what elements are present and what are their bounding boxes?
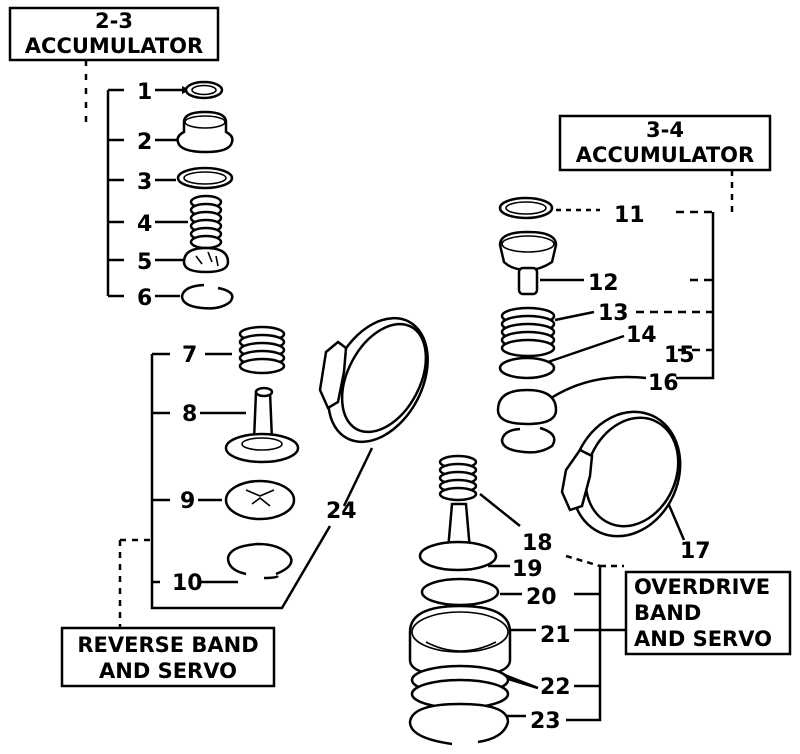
part-number-7: 7 bbox=[182, 343, 197, 368]
part-number-19: 19 bbox=[512, 557, 543, 582]
part-number-24: 24 bbox=[326, 499, 357, 524]
part-7-spring bbox=[238, 325, 286, 375]
part-9-cushion bbox=[224, 479, 296, 521]
part-12-piston bbox=[498, 230, 558, 272]
part-number-4: 4 bbox=[137, 212, 152, 237]
part-5-retainer bbox=[182, 246, 230, 274]
part-number-10: 10 bbox=[172, 571, 203, 596]
reverse-title-line1: REVERSE BAND bbox=[77, 633, 258, 657]
part-number-23: 23 bbox=[530, 709, 561, 734]
part-number-20: 20 bbox=[526, 585, 557, 610]
part-9-detail bbox=[245, 489, 275, 507]
part-number-3: 3 bbox=[137, 170, 152, 195]
part-number-12: 12 bbox=[588, 271, 619, 296]
acc34-bracket-ticks bbox=[636, 210, 713, 352]
part-number-5: 5 bbox=[137, 250, 152, 275]
callout-18 bbox=[479, 493, 521, 527]
acc23-title-line2: ACCUMULATOR bbox=[25, 34, 203, 58]
part-15-retainer bbox=[496, 388, 558, 426]
acc23-callout-lines bbox=[155, 88, 188, 298]
callout-13 bbox=[554, 310, 595, 322]
callout-24 bbox=[342, 447, 374, 507]
part-3-inner bbox=[183, 171, 227, 185]
overdrive-bracket bbox=[566, 566, 628, 722]
part-6-snap-ring bbox=[180, 283, 234, 310]
callout-14 bbox=[547, 334, 625, 364]
acc34-bracket-vertical bbox=[676, 212, 715, 380]
part-number-22: 22 bbox=[540, 675, 571, 700]
part-5-detail bbox=[195, 251, 219, 267]
reverse-leader bbox=[118, 538, 152, 628]
acc23-label-box bbox=[8, 6, 220, 62]
part-1-inner bbox=[191, 84, 217, 96]
part-number-17: 17 bbox=[680, 539, 711, 564]
part-17-band-end bbox=[560, 448, 594, 512]
part-17-inner bbox=[584, 416, 680, 528]
part-number-13: 13 bbox=[598, 301, 629, 326]
acc34-title-line1: 3-4 bbox=[646, 118, 684, 142]
part-24-band-end bbox=[318, 340, 348, 410]
part-21-top bbox=[411, 611, 509, 653]
part-number-8: 8 bbox=[182, 402, 197, 427]
part-12-stem bbox=[517, 266, 539, 296]
part-number-21: 21 bbox=[540, 623, 571, 648]
reverse-group: 7 8 9 10 24 REVERSE BAND AND SERV bbox=[60, 316, 429, 688]
reverse-label-box bbox=[60, 626, 276, 688]
part-16-snap-ring bbox=[500, 426, 556, 454]
reverse-title-line2: AND SERVO bbox=[99, 659, 237, 683]
part-10-end bbox=[263, 574, 279, 580]
part-13-spring bbox=[500, 306, 556, 358]
part-2-top bbox=[184, 115, 226, 129]
part-2-piston bbox=[176, 110, 234, 154]
acc23-title-line1: 2-3 bbox=[95, 9, 133, 33]
part-number-9: 9 bbox=[180, 489, 195, 514]
reverse-bracket bbox=[150, 354, 332, 610]
part-11-seal bbox=[498, 196, 554, 220]
part-21-detail bbox=[425, 641, 497, 652]
part-8-inner bbox=[241, 437, 283, 451]
part-number-1: 1 bbox=[137, 80, 152, 105]
part-number-14: 14 bbox=[626, 323, 657, 348]
reverse-callout-lines bbox=[198, 352, 246, 584]
part-8-rod-tip bbox=[254, 386, 274, 398]
acc23-group: 2-3 ACCUMULATOR 1 2 3 4 5 6 bbox=[8, 6, 234, 311]
part-number-6: 6 bbox=[137, 286, 152, 311]
part-number-18: 18 bbox=[522, 531, 553, 556]
part-number-15: 15 bbox=[664, 343, 695, 368]
part-14-seal bbox=[498, 356, 556, 380]
overdrive-title-line3: AND SERVO bbox=[634, 627, 772, 651]
acc34-group: 3-4 ACCUMULATOR 11 12 13 14 15 16 bbox=[496, 114, 772, 454]
part-number-2: 2 bbox=[137, 130, 152, 155]
part-number-16: 16 bbox=[648, 371, 679, 396]
reverse-bracket-ticks bbox=[152, 352, 170, 584]
overdrive-label-box bbox=[624, 570, 792, 656]
overdrive-title-line1: OVERDRIVE bbox=[634, 575, 770, 599]
part-1-seal-ring bbox=[184, 80, 224, 100]
acc34-label-box bbox=[558, 114, 772, 172]
acc23-bracket-ticks bbox=[108, 88, 124, 298]
part-23-snap-ring bbox=[408, 702, 510, 746]
part-24-inner bbox=[340, 322, 428, 434]
part-4-spring bbox=[189, 194, 223, 250]
part-10-snap-ring bbox=[226, 542, 293, 576]
part-3-seal bbox=[176, 166, 234, 190]
part-number-11: 11 bbox=[614, 203, 645, 228]
callout-16 bbox=[547, 375, 647, 402]
overdrive-title-line2: BAND bbox=[634, 601, 701, 625]
part-20-seal bbox=[420, 577, 500, 607]
part-12-top bbox=[501, 235, 555, 253]
part-18-spring bbox=[438, 454, 478, 502]
part-19-piston bbox=[418, 540, 498, 572]
acc34-title-line2: ACCUMULATOR bbox=[576, 143, 754, 167]
overdrive-group: 17 18 19 20 21 22 23 bbox=[408, 410, 792, 746]
overdrive-leader bbox=[565, 554, 601, 568]
part-11-inner bbox=[505, 201, 547, 215]
